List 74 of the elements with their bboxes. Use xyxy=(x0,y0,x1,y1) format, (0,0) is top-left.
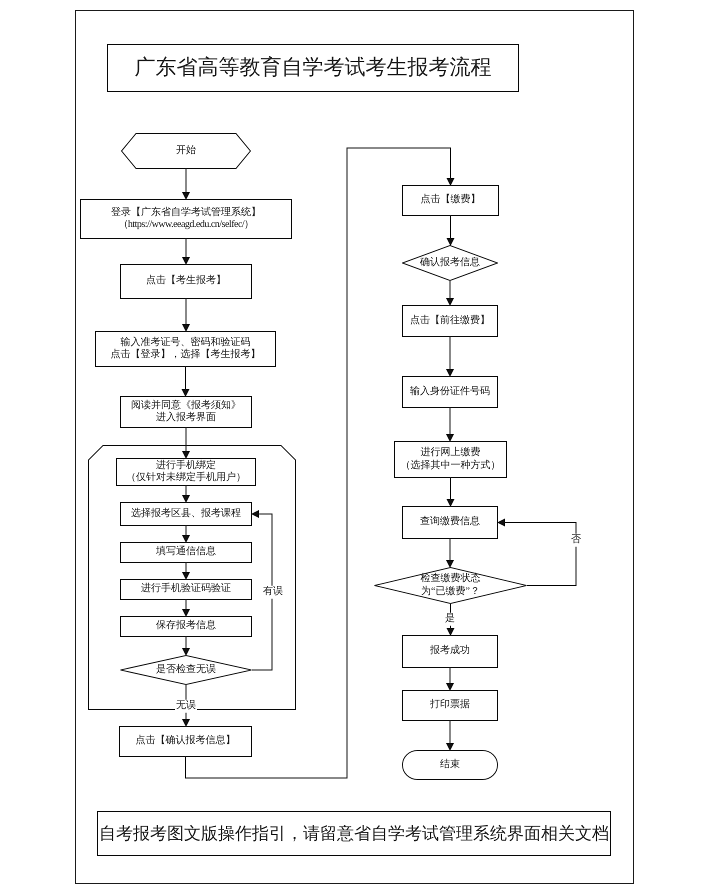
arrow xyxy=(446,538,454,568)
arrow xyxy=(182,428,190,459)
step-text: 保存报考信息 xyxy=(156,620,216,633)
edge-label: 无误 xyxy=(175,700,197,712)
arrow xyxy=(251,510,272,670)
arrow xyxy=(185,148,454,778)
arrow xyxy=(446,604,454,636)
arrow xyxy=(182,636,190,656)
step-text: 进行手机绑定 xyxy=(156,460,216,472)
step-text: 输入身份证件号码 xyxy=(410,386,490,398)
step-text: 开始 xyxy=(176,144,196,158)
step-text: 打印票据 xyxy=(430,699,470,712)
process-box xyxy=(402,376,498,408)
process-box xyxy=(120,264,252,299)
step-text: 进入报考界面 xyxy=(156,412,216,424)
step-text: 阅读并同意《报考须知》 xyxy=(131,400,241,412)
process-box xyxy=(119,726,252,757)
arrow xyxy=(497,518,576,586)
step-text: 登录【广东省自学考试管理系统】 xyxy=(111,206,261,219)
arrow xyxy=(182,298,190,332)
step-text: 点击【前往缴费】 xyxy=(410,314,490,328)
arrow xyxy=(182,684,190,727)
step-text: 点击【考生报考】 xyxy=(146,275,226,288)
step-text: 选择报考区县、报考课程 xyxy=(131,508,241,520)
step-text: 填写通信信息 xyxy=(156,546,216,559)
edge-label: 否 xyxy=(570,534,582,546)
process-box xyxy=(120,542,252,563)
step-text: 报考成功 xyxy=(430,645,470,658)
process-box xyxy=(80,199,292,239)
process-box xyxy=(120,579,252,600)
arrow xyxy=(446,408,454,442)
step-text: 是否检查无误 xyxy=(156,664,216,676)
arrow xyxy=(446,668,454,691)
process-box xyxy=(402,506,498,539)
arrow xyxy=(446,720,454,751)
note-box xyxy=(97,811,611,856)
step-text: 输入准考证号、密码和验证码 xyxy=(120,336,250,348)
process-box xyxy=(120,502,252,526)
step-text: 进行网上缴费 xyxy=(420,447,480,460)
note-text: 自考报考图文版操作指引，请留意省自学考试管理系统界面相关文档 xyxy=(99,822,609,844)
step-text: （仅针对未绑定手机用户） xyxy=(126,472,246,484)
arrow xyxy=(182,486,190,503)
arrow xyxy=(182,366,190,397)
title-text: 广东省高等教育自学考试考生报考流程 xyxy=(134,54,492,82)
process-box xyxy=(120,396,252,428)
arrow xyxy=(182,238,190,265)
process-box xyxy=(116,458,256,486)
step-text: 点击【确认报考信息】 xyxy=(136,735,236,748)
arrow xyxy=(446,478,454,507)
arrow xyxy=(446,336,454,377)
arrow xyxy=(182,526,190,543)
process-box xyxy=(402,635,498,668)
step-text: 查询缴费信息 xyxy=(420,516,480,529)
arrow xyxy=(446,280,454,306)
process-box xyxy=(394,441,507,478)
step-text: 确认报考信息 xyxy=(420,256,480,270)
arrow xyxy=(182,168,190,200)
step-text: 结束 xyxy=(440,758,460,772)
step-text: （https://www.eeagd.edu.cn/selfec/） xyxy=(118,219,254,232)
step-text: 点击【缴费】 xyxy=(420,194,480,207)
arrow xyxy=(182,562,190,580)
arrow xyxy=(182,600,190,617)
process-box xyxy=(95,331,276,367)
arrow xyxy=(446,216,454,246)
process-box xyxy=(402,690,498,721)
edge-label: 有误 xyxy=(262,586,284,598)
step-text: 点击【登录】，选择【考生报考】 xyxy=(110,349,260,362)
step-text: （选择其中一种方式） xyxy=(400,460,500,472)
process-box xyxy=(120,616,252,637)
step-text: 进行手机验证码验证 xyxy=(141,583,231,596)
process-box xyxy=(402,185,499,216)
process-box xyxy=(402,305,498,337)
edge-label: 是 xyxy=(444,612,456,626)
step-text: 为“已缴费”？ xyxy=(421,586,480,598)
